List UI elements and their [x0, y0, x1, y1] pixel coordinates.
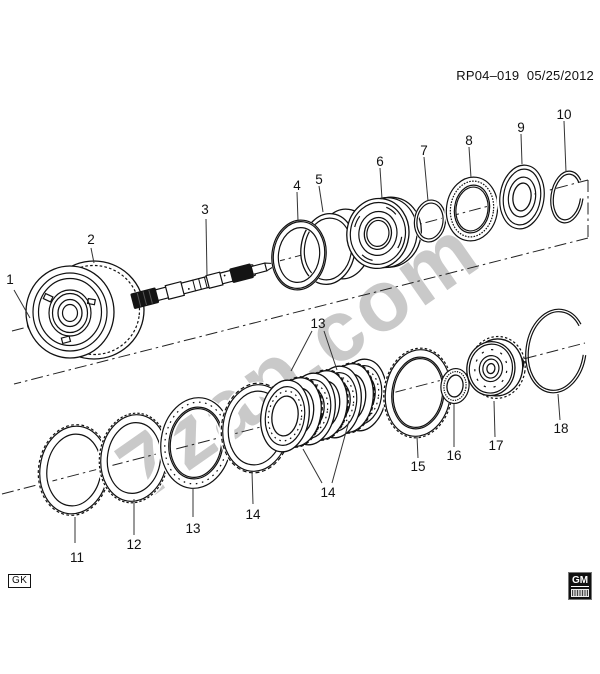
part-6-piston-housing [346, 196, 422, 270]
callout-16[interactable]: 16 [446, 448, 461, 463]
part-4-ring [270, 219, 328, 291]
centerline-separator [13, 237, 589, 385]
part-18-snap-ring [525, 308, 587, 394]
part-10-snap-ring [550, 170, 584, 224]
callout-4[interactable]: 4 [293, 178, 301, 193]
callout-10[interactable]: 10 [556, 107, 571, 122]
callout-3[interactable]: 3 [201, 202, 209, 217]
gk-code-box: GK [8, 574, 32, 588]
callout-15[interactable]: 15 [410, 459, 425, 474]
clutch-pack-stack [260, 358, 387, 453]
gm-logo-text: GM [570, 575, 590, 587]
callout-6[interactable]: 6 [376, 154, 384, 169]
callout-13-left[interactable]: 13 [185, 521, 200, 536]
part-8-bearing-ring [444, 175, 500, 243]
callout-11[interactable]: 11 [70, 550, 84, 565]
part-9-thrust-bearing [496, 163, 548, 231]
callout-14-stack[interactable]: 14 [320, 485, 336, 500]
callout-labels: 1 2 3 4 5 6 7 8 9 10 11 12 13 14 13 14 1… [6, 107, 571, 565]
callout-9[interactable]: 9 [517, 120, 525, 135]
gm-logo: GM [568, 572, 592, 600]
callout-17[interactable]: 17 [488, 438, 503, 453]
callout-8[interactable]: 8 [465, 133, 473, 148]
part-17-sprocket-hub [466, 335, 526, 399]
part-16-bearing [440, 367, 470, 405]
callout-7[interactable]: 7 [420, 143, 428, 158]
gm-logo-strip [571, 589, 589, 597]
leader-lines [13, 120, 567, 543]
part-2-clutch-drum [25, 260, 145, 360]
callout-5[interactable]: 5 [315, 172, 323, 187]
callout-2[interactable]: 2 [87, 232, 95, 247]
callout-18[interactable]: 18 [553, 421, 568, 436]
document-code: RP04–019 05/25/2012 [456, 68, 594, 83]
part-3-input-shaft [130, 261, 280, 309]
callout-12[interactable]: 12 [126, 537, 141, 552]
callout-13-stack[interactable]: 13 [310, 316, 325, 331]
part-7-o-ring [413, 199, 447, 243]
callout-14-left[interactable]: 14 [245, 507, 261, 522]
callout-1[interactable]: 1 [6, 272, 14, 287]
